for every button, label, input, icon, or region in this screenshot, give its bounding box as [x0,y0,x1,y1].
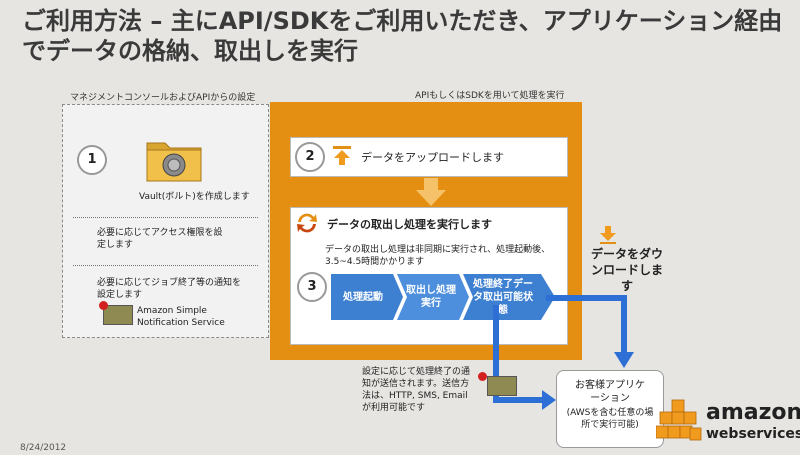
flow-step-retrieve: 取出し処理実行 [406,285,456,309]
download-arrow-icon [600,226,616,244]
notify-text: 必要に応じてジョブ終了等の通知を設定します [97,278,242,300]
step-3-circle: 3 [297,272,327,302]
step-1-circle: 1 [77,145,107,175]
notification-sns-icon [487,376,517,396]
customer-application-box: お客様アプリケーション (AWSを含む任意の場所で実行可能) [556,370,664,448]
step-2-text: データをアップロードします [361,151,504,164]
slide-date: 8/24/2012 [20,443,67,453]
api-label: APIもしくはSDKを用いて処理を実行 [415,91,565,101]
access-text: 必要に応じてアクセス権限を設定します [97,228,223,250]
retrieve-cycle-icon [297,213,317,233]
notification-red-dot [478,372,487,381]
step-3-box: データの取出し処理を実行します データの取出し処理は非同期に実行され、処理起動後… [290,207,568,345]
process-flow [331,274,555,320]
down-arrow-icon [416,178,446,206]
step-2-circle: 2 [295,142,325,172]
management-label: マネジメントコンソールおよびAPIからの設定 [70,93,256,103]
slide-title: ご利用方法 – 主にAPI/SDKをご利用いただき、アプリケーション経由でデータ… [22,7,783,65]
step-3-title: データの取出し処理を実行します [327,218,492,231]
management-box: 1 Vault(ボルト)を作成します 必要に応じてアクセス権限を設定します 必要… [62,104,269,338]
notification-text: 設定に応じて処理終了の通知が送信されます。送信方法は、HTTP, SMS, Em… [362,367,471,413]
divider [73,217,258,218]
sns-text: Amazon Simple Notification Service [137,306,225,328]
step-3-desc: データの取出し処理は非同期に実行され、処理起動後、3.5~4.5時間かかります [325,245,551,267]
vault-folder-icon [146,142,202,182]
customer-title: お客様アプリケーション [575,380,645,404]
step-2-box: 2 データをアップロードします [290,137,568,177]
sns-red-dot [99,301,108,310]
sns-icon [103,305,133,325]
flow-step-start: 処理起動 [343,291,383,303]
flow-step-complete: 処理終了データ取出可能状態 [473,278,533,316]
aws-logo-word1: amazon [706,400,800,425]
customer-sub: (AWSを含む任意の場所で実行可能) [566,408,654,430]
aws-cube-logo-icon [656,399,702,441]
upload-arrow-icon [333,146,351,165]
divider [73,265,258,266]
download-text: データをダウンロードします [590,247,663,293]
vault-text: Vault(ボルト)を作成します [139,192,250,202]
aws-logo-word2: webservices [706,426,800,442]
